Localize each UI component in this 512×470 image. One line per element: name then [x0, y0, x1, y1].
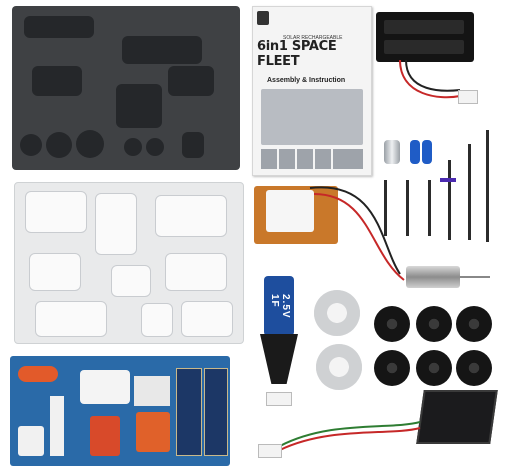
tire: [456, 306, 492, 342]
metal-shaft: [468, 144, 471, 240]
capacitor-connector: [266, 392, 292, 406]
white-plastic-sprue: [14, 182, 244, 344]
brand-logo-icon: [257, 11, 269, 25]
sticker-sheet: [10, 356, 230, 466]
purple-crank: [440, 178, 456, 182]
manual-thumbnails: [259, 147, 365, 171]
tire: [456, 350, 492, 386]
tire: [416, 350, 452, 386]
tire: [416, 306, 452, 342]
metal-shaft: [406, 180, 409, 236]
metal-shaft: [428, 180, 431, 236]
solar-wires: [279, 421, 421, 451]
capacitor: 2.5V 1F: [260, 276, 298, 390]
gray-plastic-sprue: [12, 6, 240, 170]
manual-cover-photo: [261, 89, 363, 145]
metal-shaft: [448, 160, 451, 240]
motor-wires: [309, 186, 405, 281]
capacitor-label: 2.5V 1F: [269, 294, 291, 319]
battery-connector: [458, 90, 478, 104]
metal-shaft: [486, 130, 489, 242]
instruction-manual: SOLAR RECHARGEABLE 6in1 SPACE FLEET Asse…: [252, 6, 372, 176]
metal-bushing: [384, 140, 400, 164]
motor-shaft: [460, 276, 490, 278]
gear: [316, 344, 362, 390]
manual-subtitle: SOLAR RECHARGEABLE: [283, 35, 343, 41]
manual-assembly-text: Assembly & Instruction: [267, 77, 346, 84]
dc-motor: [406, 266, 460, 288]
metal-shaft: [384, 180, 387, 236]
battery-box: [376, 12, 474, 62]
blue-spacer: [410, 140, 420, 164]
tire: [374, 350, 410, 386]
manual-title: 6in1 SPACE FLEET: [257, 39, 337, 69]
gear: [314, 290, 360, 336]
tire: [374, 306, 410, 342]
blue-spacer: [422, 140, 432, 164]
battery-wires: [399, 59, 461, 99]
solar-connector: [258, 444, 282, 458]
